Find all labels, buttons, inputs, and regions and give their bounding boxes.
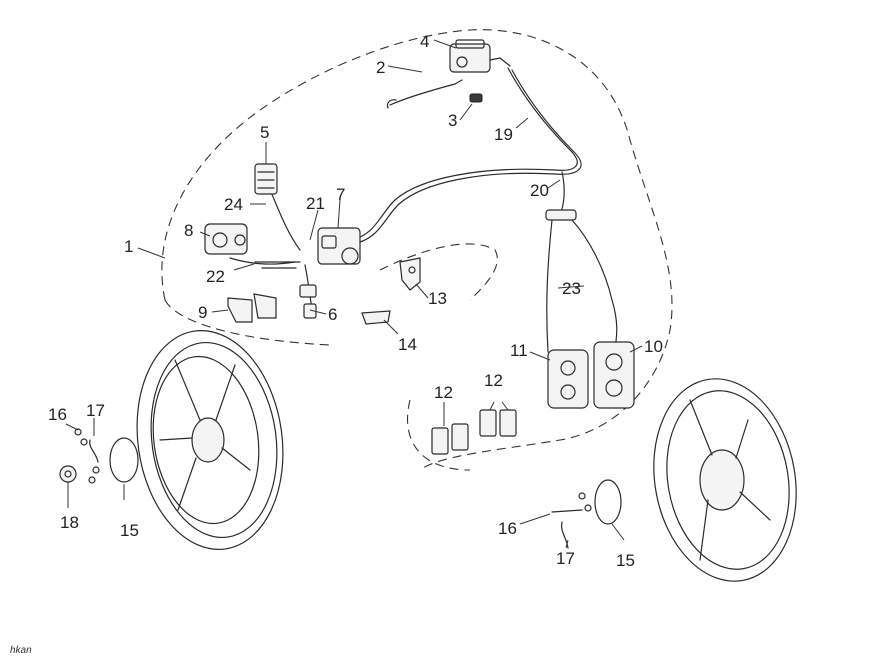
front-brake-pads (431, 409, 517, 455)
banjo-bolt (299, 284, 317, 319)
rear-brake-pads (227, 293, 277, 323)
callout-12a: 12 (434, 383, 453, 402)
callout-20: 20 (530, 181, 549, 200)
mount-bracket (399, 257, 421, 291)
callout-1: 1 (124, 237, 133, 256)
front-wheel (653, 378, 797, 582)
rear-wheel (136, 330, 284, 550)
abs-unit (317, 227, 361, 265)
callout-4: 4 (420, 32, 429, 51)
callout-13: 13 (428, 289, 447, 308)
wheel-spacer (59, 465, 77, 483)
callout-19: 19 (494, 125, 513, 144)
callout-15a: 15 (120, 521, 139, 540)
callout-22: 22 (206, 267, 225, 286)
callout-18: 18 (60, 513, 79, 532)
callout-leaders (65, 39, 643, 549)
callout-2: 2 (376, 58, 385, 77)
callout-11: 11 (510, 341, 528, 360)
front-master-cylinder (386, 39, 511, 109)
callout-21: 21 (306, 194, 325, 213)
callout-8: 8 (184, 221, 193, 240)
callout-17a: 17 (86, 401, 105, 420)
image-credit: hkan (10, 645, 32, 656)
callout-3: 3 (448, 111, 457, 130)
callout-9: 9 (198, 303, 207, 322)
callout-5: 5 (260, 123, 269, 142)
callout-15b: 15 (616, 551, 635, 570)
dashed-group-outlines (161, 29, 673, 471)
callout-23: 23 (562, 279, 581, 298)
callout-14: 14 (398, 335, 417, 354)
callout-17b: 17 (556, 549, 575, 568)
wheel-speed-sensors (74, 428, 592, 549)
callout-7: 7 (336, 185, 345, 204)
hose-junction (545, 209, 577, 221)
callout-24: 24 (224, 195, 243, 214)
rear-caliper (204, 223, 301, 269)
callout-10: 10 (644, 337, 663, 356)
callout-6: 6 (328, 305, 337, 324)
callout-16b: 16 (498, 519, 517, 538)
abs-tone-rings (109, 437, 622, 525)
callout-16a: 16 (48, 405, 67, 424)
abs-connector (254, 163, 278, 195)
callout-labels: 1 2 3 4 5 6 7 8 9 10 11 12 12 13 14 15 1… (48, 32, 663, 570)
callout-12b: 12 (484, 371, 503, 390)
shim-plate (361, 310, 391, 325)
front-calipers (547, 341, 635, 409)
